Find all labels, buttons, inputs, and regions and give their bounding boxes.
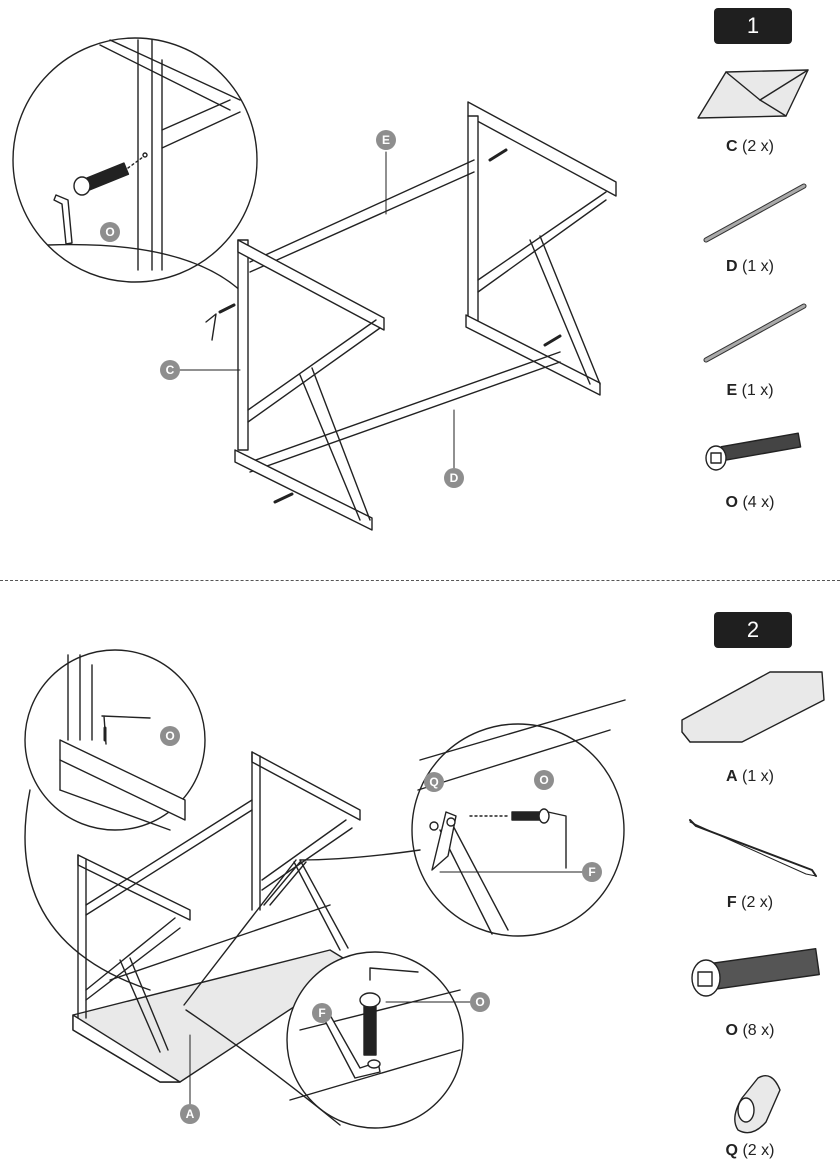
part-a-illustration [681, 671, 825, 743]
part-o-illustration-step2 [691, 948, 820, 997]
step2-bottom-zoom-circle [185, 951, 471, 1129]
callout-e: E [376, 130, 396, 150]
part-o-illustration-step1 [705, 432, 802, 471]
part-d-illustration [703, 183, 807, 243]
callout-zoom-o: O [100, 222, 120, 242]
part-f-illustration [689, 819, 817, 877]
part-label-o-step1: O (4 x) [725, 494, 775, 511]
step-badge-1: 1 [714, 8, 792, 44]
part-label-a: A (1 x) [725, 768, 774, 785]
callout-a: A [180, 1104, 200, 1124]
callout-right-o: O [534, 770, 554, 790]
step-badge-2: 2 [714, 612, 792, 648]
part-label-q: Q (2 x) [725, 1142, 775, 1159]
part-c-illustration [697, 69, 809, 119]
callout-q: Q [424, 772, 444, 792]
part-label-d: D (1 x) [725, 258, 774, 275]
callout-c: C [160, 360, 180, 380]
callout-d: D [444, 468, 464, 488]
step1-zoom-circle [12, 37, 258, 296]
part-label-f: F (2 x) [726, 894, 774, 911]
callout-right-f: F [582, 862, 602, 882]
step2-left-zoom-circle [24, 649, 206, 991]
callout-bottom-o: O [470, 992, 490, 1012]
step2-table [72, 751, 361, 1083]
callout-bottom-f: F [312, 1003, 332, 1023]
part-label-c: C (2 x) [725, 138, 774, 155]
callout-left-o: O [160, 726, 180, 746]
part-label-e: E (1 x) [726, 382, 774, 399]
part-label-o-step2: O (8 x) [725, 1022, 775, 1039]
step-divider [0, 580, 840, 581]
step1-frame [205, 101, 617, 531]
part-e-illustration [703, 303, 807, 363]
part-q-illustration [734, 1075, 781, 1134]
step2-right-zoom-circle [299, 699, 626, 937]
